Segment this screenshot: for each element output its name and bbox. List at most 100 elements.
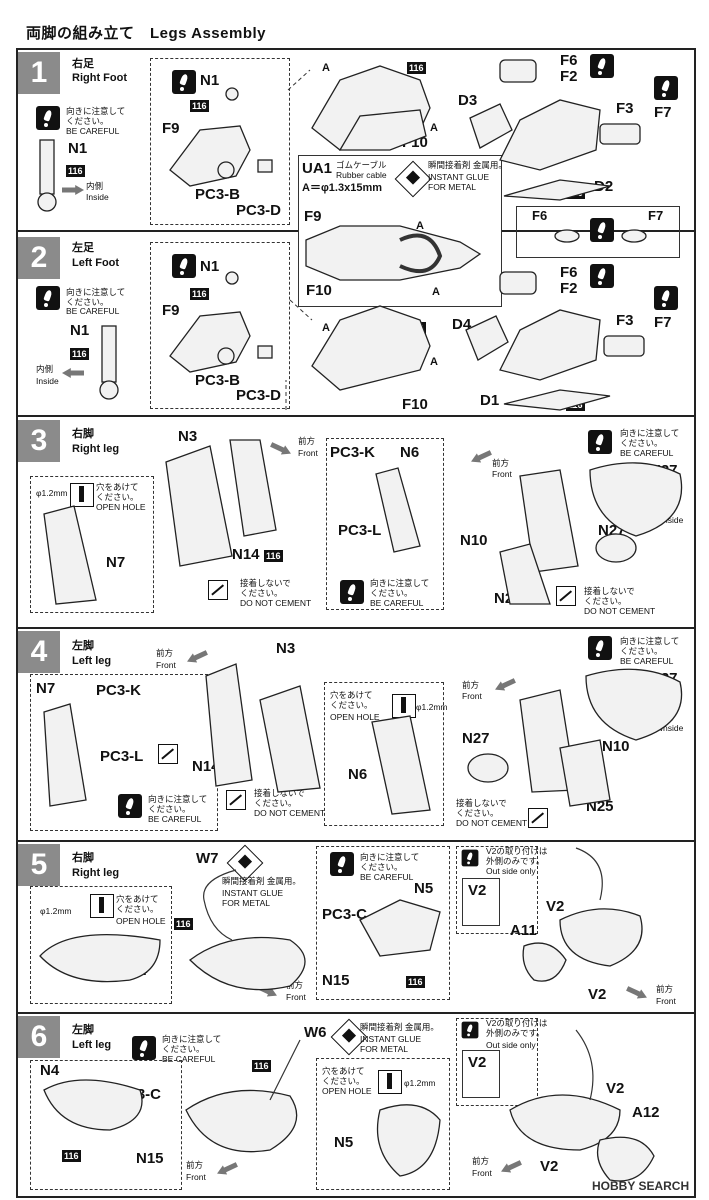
divider bbox=[16, 840, 696, 842]
hole-diameter: φ1.2mm bbox=[40, 906, 72, 916]
watermark: HOBBY SEARCH bbox=[592, 1179, 690, 1193]
part-label: PC3-D bbox=[236, 202, 282, 219]
caution-en: BE CAREFUL bbox=[162, 1054, 216, 1064]
dnc-jp: 接着しないで ください。 bbox=[456, 798, 507, 818]
hole-en: OPEN HOLE bbox=[330, 712, 380, 722]
drill-icon bbox=[70, 483, 94, 507]
part-label: PC3-B bbox=[195, 186, 241, 203]
step-title-jp: 左脚 bbox=[72, 1024, 94, 1036]
page-title: 両脚の組み立て Legs Assembly bbox=[26, 25, 266, 42]
hole-diameter: φ1.2mm bbox=[36, 488, 68, 498]
part-label: PC3-D bbox=[236, 387, 282, 404]
caution-icon bbox=[36, 286, 60, 310]
caution-en: BE CAREFUL bbox=[360, 872, 414, 882]
caution-icon bbox=[588, 636, 612, 660]
caution-icon bbox=[590, 218, 614, 242]
runner-tag: 116 bbox=[190, 100, 209, 112]
drill-icon bbox=[378, 1070, 402, 1094]
part-label: N10 bbox=[602, 738, 630, 755]
part-label: N5 bbox=[414, 880, 434, 897]
hole-jp: 穴をあけて ください。 bbox=[116, 894, 159, 914]
part-label: PC3-L bbox=[338, 522, 382, 539]
runner-tag: 116 bbox=[406, 976, 425, 988]
divider bbox=[16, 1012, 696, 1014]
inside-en: Inside bbox=[86, 192, 109, 202]
part-label: N4 bbox=[40, 1062, 60, 1079]
front-en: Front bbox=[656, 996, 676, 1006]
dnc-en: DO NOT CEMENT bbox=[456, 818, 528, 828]
part-label: PC3-K bbox=[96, 682, 142, 699]
part-label: N1 bbox=[200, 72, 220, 89]
page-frame bbox=[16, 48, 696, 1196]
caution-jp: 向きに注意して ください。 bbox=[66, 106, 126, 126]
part-label: F10 bbox=[306, 282, 332, 299]
part-label: F6 bbox=[560, 264, 578, 281]
detail-box bbox=[326, 438, 444, 610]
caution-icon bbox=[36, 106, 60, 130]
step-number: 2 bbox=[18, 237, 60, 279]
do-not-cement-icon bbox=[226, 790, 246, 810]
step-title-en: Left leg bbox=[72, 1039, 112, 1051]
v2-note-en: Out side only bbox=[486, 1040, 536, 1050]
glue-jp: 瞬間接着剤 金属用。 bbox=[360, 1022, 439, 1032]
detail-box bbox=[150, 58, 290, 225]
hole-en: OPEN HOLE bbox=[116, 916, 166, 926]
dnc-en: DO NOT CEMENT bbox=[240, 598, 312, 608]
runner-tag: 116 bbox=[62, 1150, 81, 1162]
part-label: F3 bbox=[616, 100, 634, 117]
caution-jp: 向きに注意して ください。 bbox=[162, 1034, 222, 1054]
dnc-jp: 接着しないで ください。 bbox=[240, 578, 291, 598]
detail-box bbox=[316, 846, 450, 1000]
detail-box bbox=[456, 1018, 538, 1106]
dnc-jp: 接着しないで ください。 bbox=[254, 788, 305, 808]
do-not-cement-icon bbox=[556, 586, 576, 606]
front-en: Front bbox=[472, 1168, 492, 1178]
part-label: N1 bbox=[70, 322, 90, 339]
v2-box bbox=[462, 878, 500, 926]
front-en: Front bbox=[492, 469, 512, 479]
caution-jp: 向きに注意して ください。 bbox=[370, 578, 430, 598]
part-label: D4 bbox=[452, 316, 472, 333]
step-number: 4 bbox=[18, 631, 60, 673]
step-title-jp: 右足 bbox=[72, 58, 94, 70]
point-label: A bbox=[430, 356, 438, 368]
detail-box bbox=[150, 242, 290, 409]
part-label: V2 bbox=[468, 1054, 487, 1071]
glue-en: INSTANT GLUE bbox=[360, 1034, 422, 1044]
step-number: 3 bbox=[18, 420, 60, 462]
glue-en: FOR METAL bbox=[360, 1044, 409, 1054]
arrow-icon bbox=[62, 368, 84, 378]
caution-en: BE CAREFUL bbox=[620, 656, 674, 666]
part-label: N1 bbox=[68, 140, 88, 157]
step-title-en: Right leg bbox=[72, 443, 120, 455]
part-label: N6 bbox=[348, 766, 368, 783]
caution-icon bbox=[172, 254, 196, 278]
part-label: F3 bbox=[616, 312, 634, 329]
caution-icon bbox=[654, 76, 678, 100]
v2-box bbox=[462, 1050, 500, 1098]
do-not-cement-icon bbox=[208, 580, 228, 600]
page-header: 両脚の組み立て Legs Assembly bbox=[16, 8, 696, 50]
part-label: F9 bbox=[162, 302, 180, 319]
cable-en: Rubber cable bbox=[336, 170, 387, 180]
dnc-en: DO NOT CEMENT bbox=[584, 606, 656, 616]
step-title-jp: 左足 bbox=[72, 242, 94, 254]
arrow-icon bbox=[62, 185, 84, 195]
step-number: 5 bbox=[18, 844, 60, 886]
part-label: F7 bbox=[654, 314, 672, 331]
front-en: Front bbox=[462, 691, 482, 701]
part-label: V2 bbox=[468, 882, 487, 899]
front-en: Front bbox=[186, 1172, 206, 1182]
caution-en: BE CAREFUL bbox=[370, 598, 424, 608]
glue-en: INSTANT GLUE bbox=[222, 888, 284, 898]
part-label: F6 bbox=[532, 208, 548, 223]
caution-en: BE CAREFUL bbox=[66, 306, 120, 316]
point-label: A bbox=[430, 122, 438, 134]
caution-icon bbox=[588, 430, 612, 454]
detail-box bbox=[456, 846, 538, 934]
v2-note-jp: V2の取り付けは 外側のみです。 bbox=[486, 846, 548, 866]
hole-jp: 穴をあけて ください。 bbox=[96, 482, 139, 502]
part-label: F2 bbox=[560, 68, 578, 85]
glue-en: FOR METAL bbox=[428, 182, 477, 192]
